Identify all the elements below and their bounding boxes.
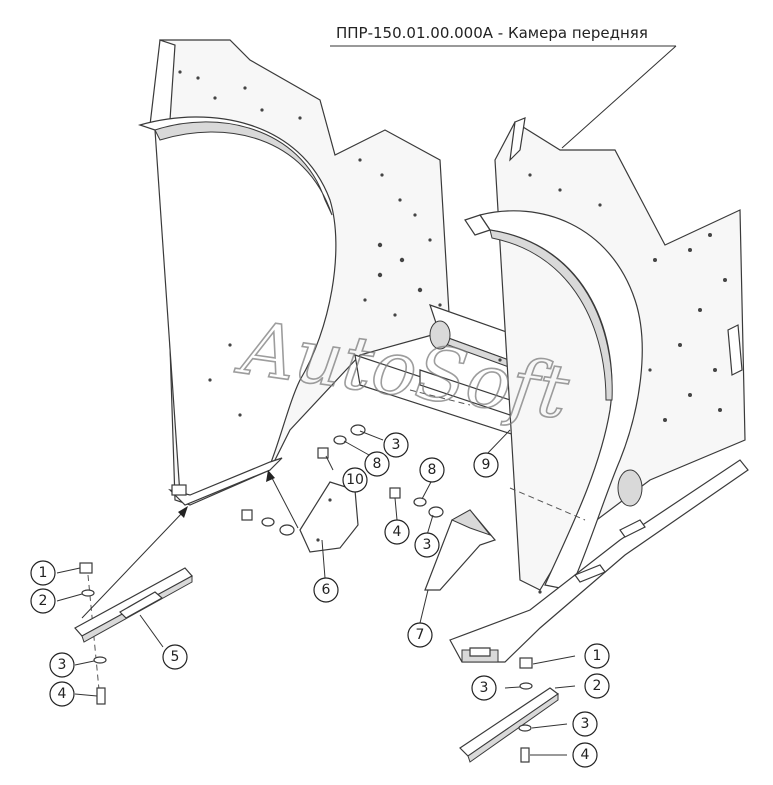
callout-label: 10 [346, 472, 364, 488]
callout-4-center: 4 [384, 519, 410, 545]
callout-2-left: 2 [30, 588, 56, 614]
callout-7: 7 [407, 622, 433, 648]
callout-leaders [56, 429, 576, 756]
callout-6: 6 [313, 577, 339, 603]
assembly-dash-2 [409, 389, 471, 406]
callout-5: 5 [162, 644, 188, 670]
bracket-right-bottom [459, 687, 560, 763]
callout-label: 5 [171, 649, 180, 665]
callout-10: 10 [342, 467, 368, 493]
callout-label: 2 [593, 678, 602, 694]
left-side-wall [137, 39, 451, 506]
callout-3-center: 3 [383, 432, 409, 458]
callout-label: 7 [416, 627, 425, 643]
callout-4-left: 4 [49, 681, 75, 707]
callout-label: 3 [392, 437, 401, 453]
plate-part-6 [299, 481, 359, 553]
callout-label: 4 [581, 747, 590, 763]
callout-label: 2 [39, 593, 48, 609]
fasteners [79, 424, 533, 763]
base-plate [449, 459, 749, 663]
callout-label: 6 [322, 582, 331, 598]
angle-bracket-part-7 [424, 509, 497, 591]
bracket-part-5 [74, 567, 193, 643]
callout-3-left: 3 [49, 652, 75, 678]
callout-label: 1 [593, 648, 602, 664]
callout-label: 8 [428, 462, 437, 478]
callout-4-right-bottom: 4 [572, 742, 598, 768]
callout-label: 4 [58, 686, 67, 702]
assembly-title: ППР-150.01.00.000А - Камера передняя [336, 24, 648, 42]
callout-3-right-bottom-a: 3 [471, 675, 497, 701]
callout-8-right: 8 [419, 457, 445, 483]
callout-3-right: 3 [414, 532, 440, 558]
callout-9: 9 [473, 452, 499, 478]
callout-3-right-bottom-b: 3 [572, 711, 598, 737]
callout-label: 3 [581, 716, 590, 732]
callout-8-center: 8 [364, 451, 390, 477]
callout-label: 1 [39, 565, 48, 581]
callout-label: 3 [423, 537, 432, 553]
callout-label: 9 [482, 457, 491, 473]
assembly-arrows [81, 470, 299, 619]
callout-label: 3 [58, 657, 67, 673]
right-side-wall [464, 117, 746, 591]
callout-2-right: 2 [584, 673, 610, 699]
assembly-dash-1 [509, 487, 586, 521]
callout-label: 8 [373, 456, 382, 472]
callout-1-right: 1 [584, 643, 610, 669]
callout-label: 4 [393, 524, 402, 540]
callout-1-left: 1 [30, 560, 56, 586]
callout-label: 3 [480, 680, 489, 696]
title-leader [561, 45, 677, 149]
